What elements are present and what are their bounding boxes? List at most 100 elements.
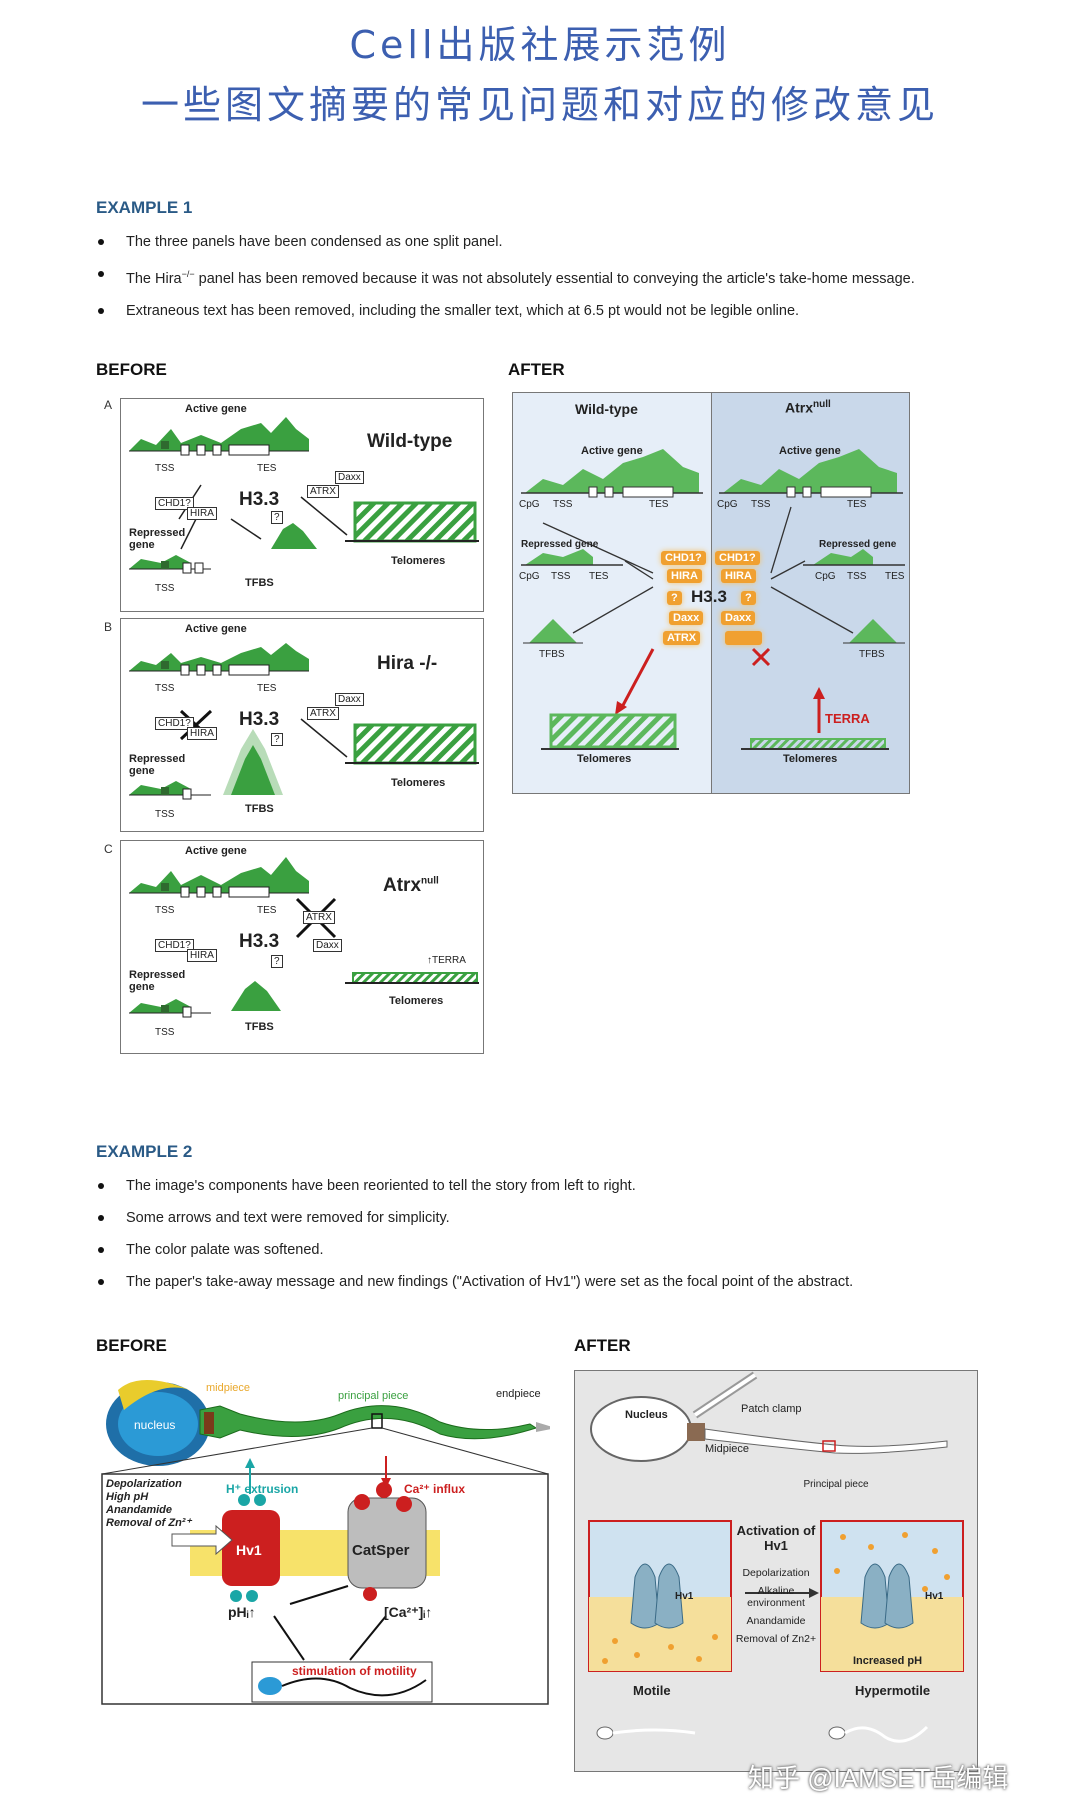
chd1-left-box: CHD1? xyxy=(661,551,706,565)
example2-heading: EXAMPLE 2 xyxy=(96,1142,193,1161)
hira-right-box: HIRA xyxy=(721,569,756,583)
panel-b-title: Hira -/- xyxy=(377,653,438,674)
telomeres-label: Telomeres xyxy=(391,555,446,567)
endpiece-label: endpiece xyxy=(496,1388,541,1400)
h33-label: H3.3 xyxy=(239,931,280,952)
tfbs-label: TFBS xyxy=(245,577,274,589)
terra-label: TERRA xyxy=(825,711,870,726)
nucleus-label: Nucleus xyxy=(625,1409,668,1421)
panel-a-letter: A xyxy=(104,398,113,412)
example1-after-label: AFTER xyxy=(508,360,565,379)
active-gene-label: Active gene xyxy=(185,403,247,415)
cai-label: [Ca²⁺]ᵢ↑ xyxy=(384,1604,433,1620)
hv1-right-label: Hv1 xyxy=(925,1591,944,1602)
after-active-gene-left: Active gene xyxy=(581,445,643,457)
telomeres-label: Telomeres xyxy=(389,995,444,1007)
tss-label: TSS xyxy=(155,1027,175,1038)
tes-label: TES xyxy=(649,499,669,510)
question-box: ? xyxy=(271,511,283,524)
list-item: The color palate was softened. xyxy=(96,1234,1016,1266)
page-subtitle: 一些图文摘要的常见问题和对应的修改意见 xyxy=(140,83,939,127)
daxx-box: Daxx xyxy=(335,471,364,484)
nucleus-label: nucleus xyxy=(134,1418,176,1432)
after-atrx-title: Atrxnull xyxy=(785,399,831,416)
cpg-label: CpG xyxy=(815,571,836,582)
chd1-box: CHD1? xyxy=(155,497,194,510)
tss-label: TSS xyxy=(155,905,175,916)
phi-label: pHᵢ↑ xyxy=(228,1604,256,1620)
panel-a-title: Wild-type xyxy=(367,431,453,452)
after-diagram xyxy=(521,449,905,750)
tss-label: TSS xyxy=(155,463,175,474)
example2-bullets: The image's components have been reorien… xyxy=(96,1170,1016,1298)
tss-label: TSS xyxy=(553,499,573,510)
tes-label: TES xyxy=(885,571,905,582)
watermark: 知乎 @IAMSET岳编辑 xyxy=(748,1763,1009,1793)
midpiece-label: Midpiece xyxy=(705,1443,750,1455)
daxx-left-box: Daxx xyxy=(669,611,704,625)
after-h33-label: H3.3 xyxy=(691,587,727,606)
h-extrusion-label: H⁺ extrusion xyxy=(226,1482,299,1496)
cpg-label: CpG xyxy=(717,499,738,510)
terra-label: ↑TERRA xyxy=(427,955,466,966)
after-repressed-right: Repressed gene xyxy=(819,539,897,550)
activation-label: Activation of Hv1 xyxy=(736,1523,816,1553)
list-item: Some arrows and text were removed for si… xyxy=(96,1202,1016,1234)
panel-c-title: Atrxnull xyxy=(383,875,439,896)
example1-heading: EXAMPLE 1 xyxy=(96,198,193,217)
chd1-right-box: CHD1? xyxy=(715,551,760,565)
example2-before-label: BEFORE xyxy=(96,1336,167,1355)
panel-b: Active gene Hira -/- TSS TES H3.3 CHD1? … xyxy=(120,618,484,832)
list-item: The three panels have been condensed as … xyxy=(96,226,996,258)
tss-label: TSS xyxy=(551,571,571,582)
tes-label: TES xyxy=(257,683,277,694)
activation-conditions: Depolarization Alkaline environment Anan… xyxy=(735,1567,817,1645)
question-box: ? xyxy=(271,733,283,746)
tss-label: TSS xyxy=(847,571,867,582)
daxx-right-box: Daxx xyxy=(721,611,756,625)
hira-box: HIRA xyxy=(187,727,217,740)
tfbs-label: TFBS xyxy=(539,649,565,660)
hv1-label: Hv1 xyxy=(236,1542,262,1558)
atrx-box: ATRX xyxy=(307,485,339,498)
conditions-list: Depolarization High pH Anandamide Remova… xyxy=(106,1478,192,1529)
telomeres-right-label: Telomeres xyxy=(783,753,838,765)
atrx-box: ATRX xyxy=(307,707,339,720)
panel-c: Active gene Atrxnull TSS TES H3.3 CHD1? … xyxy=(120,840,484,1054)
cpg-label: CpG xyxy=(519,571,540,582)
list-item: The Hira−/− panel has been removed becau… xyxy=(96,258,996,295)
page-title: Cell出版社展示范例 xyxy=(349,23,731,67)
motile-label: Motile xyxy=(633,1683,671,1698)
panel-c-diagram xyxy=(129,857,479,1018)
repressed-gene-label: Repressed gene xyxy=(129,753,186,777)
atrx-box: ATRX xyxy=(303,911,335,924)
telomeres-left-label: Telomeres xyxy=(577,753,632,765)
question-right-box: ? xyxy=(741,591,756,605)
tes-label: TES xyxy=(257,463,277,474)
panel-b-letter: B xyxy=(104,620,113,634)
tes-label: TES xyxy=(257,905,277,916)
hira-box: HIRA xyxy=(187,507,217,520)
after-figure-2: Nucleus Patch clamp Midpiece Principal p… xyxy=(574,1370,978,1772)
tes-label: TES xyxy=(847,499,867,510)
question-box: ? xyxy=(271,955,283,968)
panel-c-letter: C xyxy=(104,842,113,856)
sperm-diagram xyxy=(101,1380,550,1705)
repressed-gene-label: Repressed gene xyxy=(129,527,186,551)
tfbs-label: TFBS xyxy=(245,1021,274,1033)
tfbs-label: TFBS xyxy=(245,803,274,815)
list-item: The paper's take-away message and new fi… xyxy=(96,1266,1016,1298)
list-item: The image's components have been reorien… xyxy=(96,1170,1016,1202)
chd1-box: CHD1? xyxy=(155,939,194,952)
example1-bullets: The three panels have been condensed as … xyxy=(96,226,996,327)
hira-box: HIRA xyxy=(187,949,217,962)
increased-ph-label: Increased pH xyxy=(853,1655,923,1667)
principal-piece-label: Principal piece xyxy=(803,1479,869,1490)
patch-clamp-label: Patch clamp xyxy=(741,1403,802,1415)
catsper-label: CatSper xyxy=(352,1542,410,1559)
hypermotile-label: Hypermotile xyxy=(855,1683,931,1698)
midpiece-label: midpiece xyxy=(206,1382,251,1394)
panel-a: Active gene Wild-type TSS TES H3.3 CHD1?… xyxy=(120,398,484,612)
tss-label: TSS xyxy=(155,683,175,694)
principal-piece-label: principal piece xyxy=(338,1390,409,1402)
